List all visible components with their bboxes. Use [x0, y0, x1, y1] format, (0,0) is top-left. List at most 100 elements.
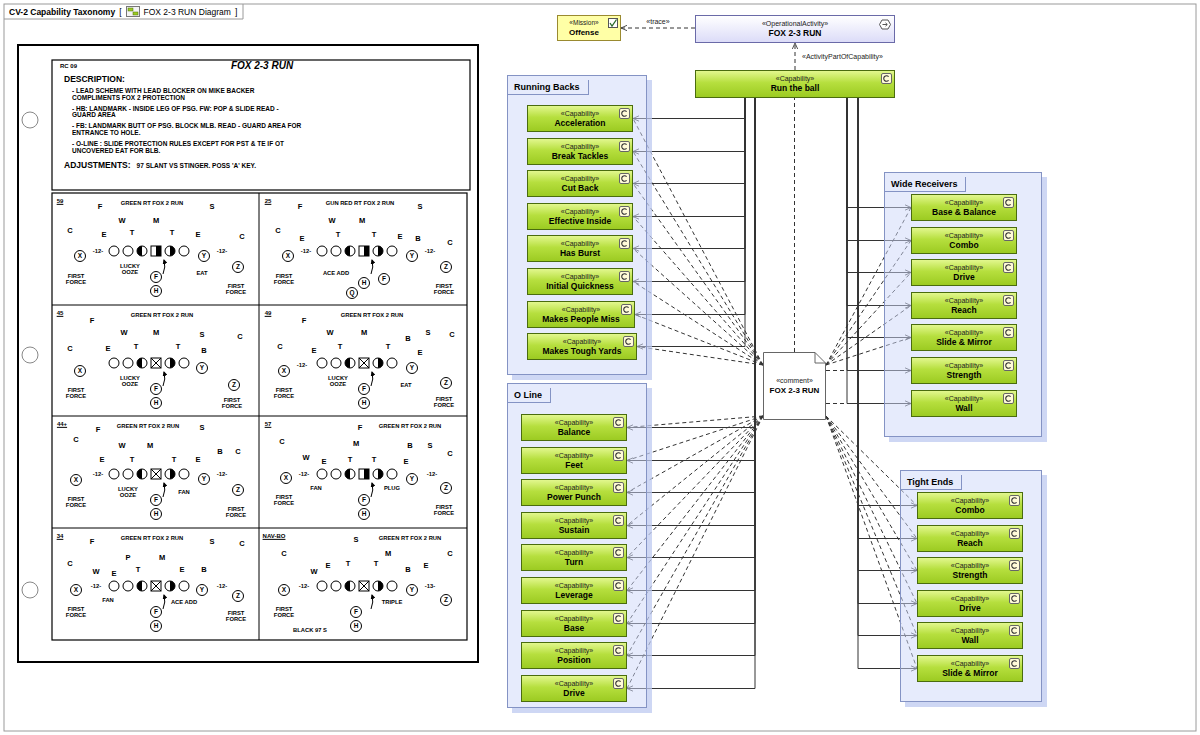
- package-name: O Line: [508, 388, 551, 403]
- icon-mark: [1012, 628, 1017, 634]
- grid-line: [52, 528, 467, 529]
- defender-letter: C: [275, 227, 280, 235]
- icon-frame: [1010, 529, 1020, 539]
- anchor-link: [635, 315, 763, 366]
- stereotype: «Capability»: [945, 361, 984, 370]
- capability-icon: [881, 73, 892, 84]
- defender-letter: C: [237, 333, 242, 341]
- capability-box: «Capability»Turn: [521, 544, 627, 571]
- lineman-fill: [378, 469, 383, 479]
- stereotype: «Capability»: [951, 594, 990, 603]
- stereotype: «Capability»: [945, 198, 984, 207]
- play-note: FIRST FORCE: [59, 496, 93, 508]
- player-label: F: [154, 497, 158, 504]
- element-name: Wall: [955, 403, 972, 414]
- capability-box: «Capability»Base & Balance: [911, 194, 1017, 221]
- composition-link: [633, 98, 745, 184]
- play-note: GREEN RT FOX 2 RUN: [379, 423, 441, 429]
- capability-icon: [1003, 327, 1014, 338]
- player-circle: [233, 485, 244, 496]
- play-note: -12-: [301, 248, 311, 254]
- player-circle: [197, 585, 208, 596]
- stereotype: «Capability»: [561, 239, 600, 248]
- defender-letter: B: [405, 566, 410, 574]
- icon-mark: [624, 307, 629, 313]
- defender-letter: T: [130, 456, 135, 464]
- player-label: Z: [444, 485, 448, 492]
- dependency-link: [795, 43, 796, 70]
- play-note: FIRST FORCE: [267, 494, 301, 506]
- player-label: X: [282, 368, 286, 375]
- defender-letter: E: [311, 347, 316, 355]
- defender-letter: E: [299, 235, 304, 243]
- note-fold: [815, 353, 826, 364]
- defender-letter: M: [159, 554, 165, 562]
- capability-icon: [1009, 593, 1020, 604]
- capability-box: «Capability»Base: [521, 610, 627, 637]
- player-circle: [347, 288, 358, 299]
- lineman-circle: [373, 358, 383, 368]
- icon-frame: [620, 239, 630, 249]
- icon-mark: [1012, 498, 1017, 504]
- center-cross: [151, 581, 161, 591]
- icon-frame: [614, 451, 624, 461]
- element-name: Combo: [949, 240, 978, 251]
- defender-letter: S: [353, 536, 358, 544]
- description-line: - O-LINE : SLIDE PROTECTION RULES EXCEPT…: [64, 141, 304, 155]
- defender-letter: F: [90, 317, 95, 325]
- capability-icon: [1009, 528, 1020, 539]
- capability-box: «Capability»Acceleration: [527, 105, 633, 132]
- player-label: Z: [232, 382, 236, 389]
- play-note: LUCKY OOZE: [321, 375, 355, 387]
- defender-letter: C: [67, 560, 72, 568]
- lineman-circle: [109, 246, 119, 256]
- capability-icon: [619, 108, 630, 119]
- lineman-circle: [373, 246, 383, 256]
- player-label: X: [78, 368, 82, 375]
- icon-frame: [614, 679, 624, 689]
- player-circle: [359, 384, 370, 395]
- element-name: Slide & Mirror: [936, 337, 992, 348]
- element-name: Reach: [951, 305, 977, 316]
- defender-letter: E: [195, 456, 200, 464]
- lineman-circle: [179, 581, 189, 591]
- element-name: Break Tackles: [552, 151, 609, 162]
- player-label: X: [284, 475, 288, 482]
- activity-box: «OperationalActivity»FOX 2-3 RUN: [695, 15, 895, 43]
- player-circle: [229, 380, 240, 391]
- capability-box: «Capability»Reach: [917, 525, 1023, 552]
- lineman-circle: [387, 358, 397, 368]
- play-note: FIRST FORCE: [427, 504, 461, 516]
- stereotype: «Capability»: [555, 614, 594, 623]
- player-label: H: [362, 280, 367, 287]
- stereotype: «Capability»: [555, 451, 594, 460]
- player-label: Y: [202, 253, 206, 260]
- defender-letter: T: [170, 229, 175, 237]
- lineman-circle: [387, 581, 397, 591]
- defender-letter: S: [199, 424, 204, 432]
- element-name: Strength: [947, 370, 982, 381]
- lineman-circle: [387, 469, 397, 479]
- capability-icon: [613, 417, 624, 428]
- player-label: F: [154, 609, 158, 616]
- lineman-fill: [345, 469, 350, 479]
- icon-mark: [1006, 298, 1011, 304]
- play-note: -12-: [93, 471, 103, 477]
- lineman-circle: [123, 358, 133, 368]
- capability-box: «Capability»Strength: [917, 557, 1023, 584]
- element-name: Reach: [957, 538, 983, 549]
- run-arrow: [163, 483, 165, 497]
- player-label: H: [154, 511, 159, 518]
- play-note: FIRST FORCE: [219, 506, 253, 518]
- capability-icon: [1003, 230, 1014, 241]
- lineman-circle: [317, 246, 327, 256]
- stereotype: «Capability»: [555, 581, 594, 590]
- center-square: [359, 469, 369, 479]
- icon-frame: [620, 109, 630, 119]
- player-label: X: [78, 253, 82, 260]
- tab-bracket: ]: [235, 7, 237, 17]
- capability-box: «Capability»Balance: [521, 414, 627, 441]
- player-label: F: [154, 274, 158, 281]
- defender-letter: M: [153, 217, 159, 225]
- lineman-circle: [345, 469, 355, 479]
